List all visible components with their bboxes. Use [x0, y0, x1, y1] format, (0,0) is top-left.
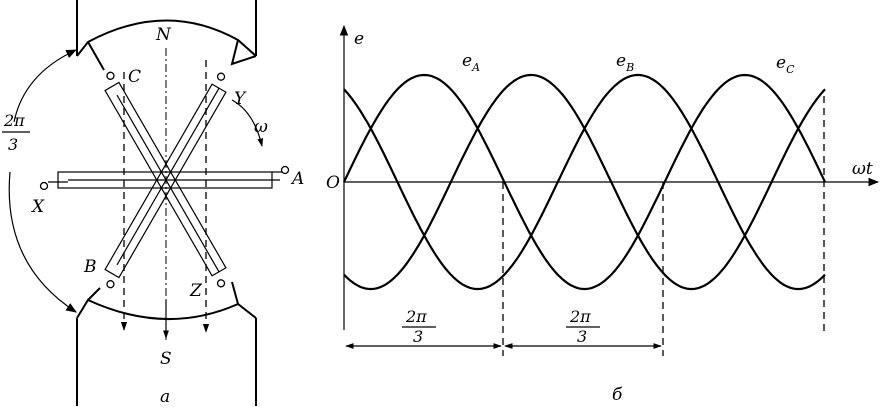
rotation-arrow: [231, 99, 264, 147]
south-label: S: [160, 349, 172, 369]
series-letter: e: [616, 51, 626, 71]
coil-ax: [39, 165, 290, 191]
terminal-z-label: Z: [189, 281, 203, 301]
north-label: N: [155, 25, 172, 45]
terminal-x-label: X: [30, 197, 45, 217]
terminal-c-label: C: [128, 67, 141, 87]
interval-1-numerator: 2π: [405, 307, 427, 326]
x-axis-label: ωt: [852, 159, 873, 179]
interval-2-numerator: 2π: [569, 307, 591, 326]
terminal-x-dot: [39, 181, 49, 191]
series-sub: A: [471, 61, 480, 74]
series-letter: e: [776, 53, 786, 73]
caption-b: б: [612, 385, 623, 405]
series-label-ea: eA: [462, 51, 480, 74]
angle-arc-upper: [13, 49, 77, 123]
terminal-y-label: Y: [234, 89, 247, 109]
interval-2-denominator: 3: [577, 327, 587, 346]
series-label-eb: eB: [616, 51, 634, 74]
terminal-a-dot: [280, 165, 290, 175]
angle-denominator: 3: [8, 135, 18, 154]
stator-upper-pole: [76, 0, 257, 71]
coil-cz: [104, 71, 227, 288]
y-axis-label: e: [354, 29, 364, 49]
svg-text:eC: eC: [776, 53, 795, 76]
svg-text:eA: eA: [462, 51, 480, 74]
angle-arc-lower: [8, 171, 77, 313]
series-label-ec: eC: [776, 53, 795, 76]
curve-ea: [343, 73, 826, 291]
stator-lower-pole: [76, 281, 257, 406]
generator-diagram: N S ω 2π 3 A X B Y C Z а: [2, 0, 304, 407]
terminal-b-label: B: [83, 257, 97, 277]
origin-label: O: [326, 173, 340, 193]
series-sub: C: [786, 63, 795, 76]
series-letter: e: [462, 51, 472, 71]
curve-ec: [343, 73, 826, 291]
coil-by: [104, 72, 227, 289]
waveform-graph: e ωt O eA eB eC 2π 3 2π 3 б: [326, 24, 880, 405]
interval-1-denominator: 3: [413, 327, 423, 346]
omega-label: ω: [254, 117, 268, 137]
series-sub: B: [625, 61, 634, 74]
caption-a: а: [160, 387, 170, 406]
terminal-a-label: A: [290, 169, 304, 189]
svg-text:eB: eB: [616, 51, 634, 74]
angle-numerator: 2π: [3, 111, 25, 130]
